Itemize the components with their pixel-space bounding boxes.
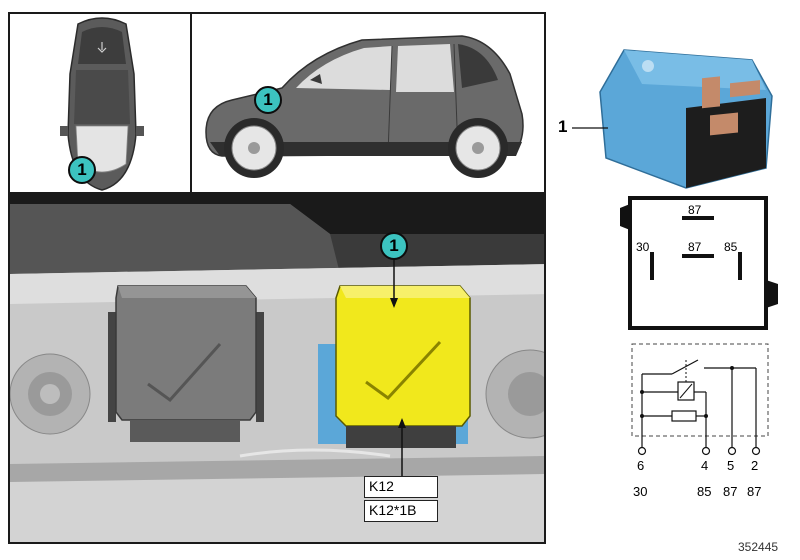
circuit-pin-6: 6 [637, 458, 645, 473]
relay-label-k12-1b: K12*1B [364, 500, 438, 522]
relay-pinout-diagram: 87 30 87 85 [618, 194, 780, 334]
relay-label-k12: K12 [364, 476, 438, 498]
car-top-view-image [10, 14, 190, 192]
pinout-right-85: 85 [724, 240, 738, 254]
car-top-view-panel: 1 [8, 12, 192, 194]
relay-circuit-schematic: 6 4 5 2 30 85 87 87 [620, 338, 780, 508]
circuit-terminal-85: 85 [697, 484, 712, 499]
callout-relay-view: 1 [380, 232, 408, 260]
pinout-center-87: 87 [688, 240, 702, 254]
car-side-view-image [192, 14, 544, 192]
pinout-left-30: 30 [636, 240, 650, 254]
callout-top-view: 1 [68, 156, 96, 184]
circuit-pin-5: 5 [727, 458, 735, 473]
circuit-terminal-87b: 87 [747, 484, 762, 499]
callout-side-view: 1 [254, 86, 282, 114]
car-side-view-panel: 1 [190, 12, 546, 194]
part-leader-line [572, 127, 608, 129]
relay-location-image [10, 194, 544, 542]
pinout-top-87: 87 [688, 203, 702, 217]
relay-location-panel: 1 K12 K12*1B [8, 192, 546, 544]
circuit-pin-2: 2 [751, 458, 759, 473]
part-number-label: 1 [558, 117, 568, 136]
circuit-terminal-30: 30 [633, 484, 648, 499]
figure-number: 352445 [738, 540, 779, 554]
blue-relay-image [599, 49, 773, 189]
circuit-pin-4: 4 [701, 458, 709, 473]
circuit-terminal-87a: 87 [723, 484, 738, 499]
